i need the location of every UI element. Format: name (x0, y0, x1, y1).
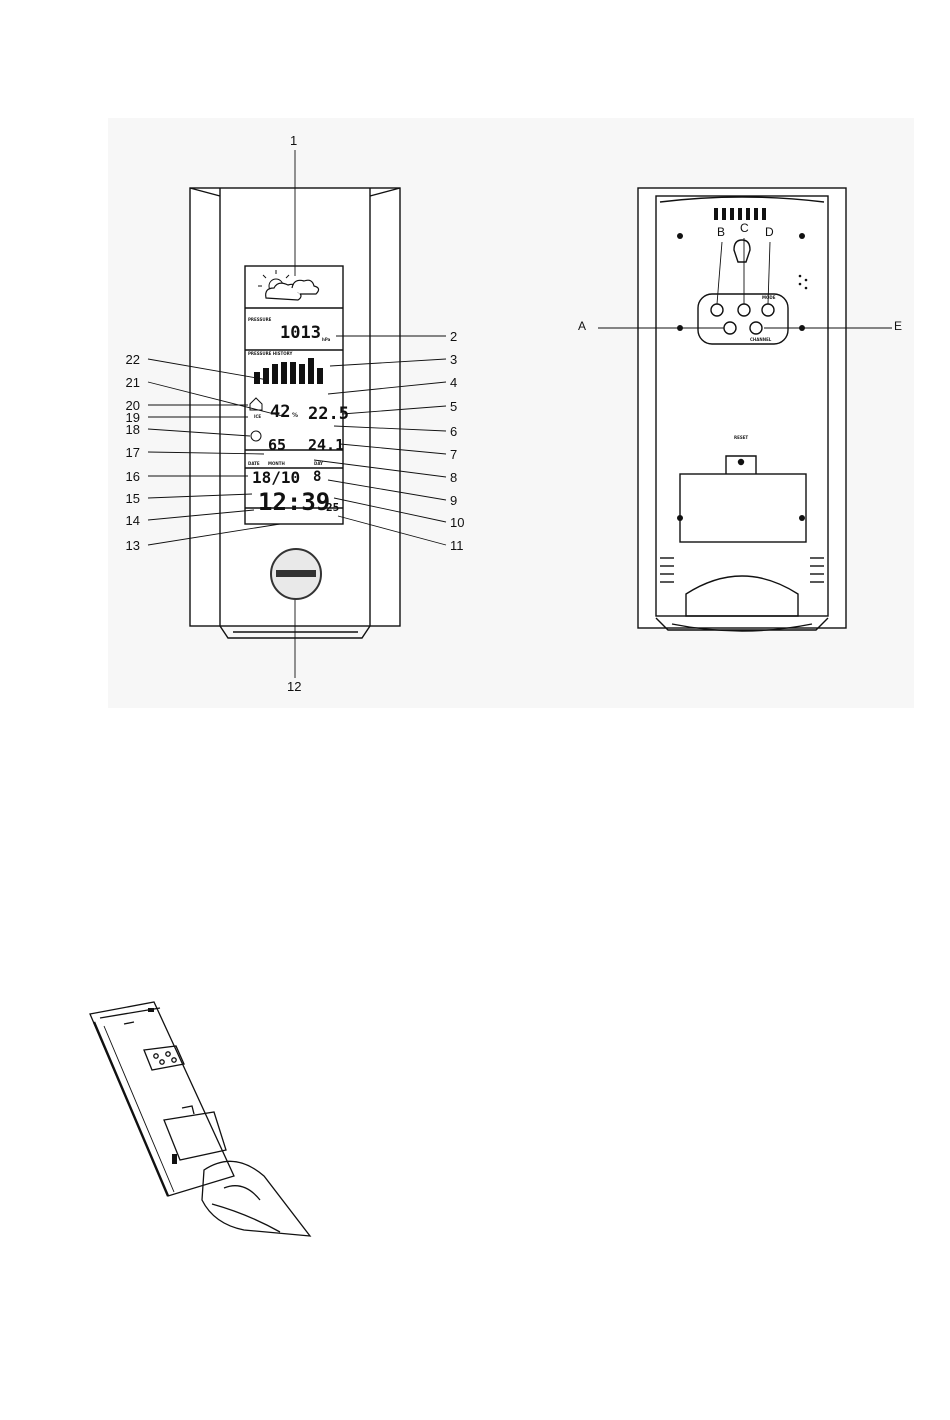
lcd-pressure-unit: hPa (322, 338, 330, 342)
lcd-time-value: 12:39 (258, 490, 330, 514)
lcd-temp-out: 24.1 (308, 438, 344, 453)
device-drawing (108, 118, 914, 708)
callout-9: 9 (450, 494, 457, 507)
callout-17: 17 (100, 446, 140, 459)
lcd-day-value: 8 (313, 470, 321, 484)
callout-3: 3 (450, 353, 457, 366)
lcd-seconds-value: 25 (326, 502, 339, 513)
back-mode-label: MODE (762, 296, 775, 300)
callout-13: 13 (100, 539, 140, 552)
lcd-date-value: 18/10 (252, 470, 300, 486)
callout-21: 21 (100, 376, 140, 389)
callout-10: 10 (450, 516, 464, 529)
stand-illustration (84, 1000, 334, 1250)
callout-4: 4 (450, 376, 457, 389)
callout-a: A (578, 320, 586, 333)
lcd-humidity-out: 65 (268, 438, 286, 453)
callout-6: 6 (450, 425, 457, 438)
logo-badge-plate (276, 570, 316, 577)
callout-1: 1 (290, 134, 297, 147)
callout-22: 22 (100, 353, 140, 366)
lcd-temp-in: 22.5 (308, 406, 349, 423)
callout-5: 5 (450, 400, 457, 413)
callout-c: C (740, 222, 749, 235)
callout-11: 11 (450, 539, 464, 552)
callout-b: B (717, 226, 725, 239)
callout-18: 18 (100, 423, 140, 436)
lcd-date-label: DATE (248, 462, 260, 466)
lcd-pressure-value: 1013 (280, 325, 321, 342)
callout-14: 14 (100, 514, 140, 527)
lcd-day-label: DAY (314, 462, 323, 466)
lcd-humidity-in: 42 (270, 404, 290, 421)
back-channel-label: CHANNEL (750, 338, 771, 342)
callout-8: 8 (450, 471, 457, 484)
back-reset-label: RESET (734, 436, 748, 440)
front-logo-badge (270, 548, 322, 600)
callout-d: D (765, 226, 774, 239)
back-unit (638, 188, 846, 631)
callout-2: 2 (450, 330, 457, 343)
callout-7: 7 (450, 448, 457, 461)
lcd-month-label: MONTH (268, 462, 285, 466)
lcd-ice-label: ICE (254, 415, 261, 419)
callout-e: E (894, 320, 902, 333)
callout-12: 12 (287, 680, 301, 693)
lcd-pressure-label: PRESSURE (248, 318, 271, 322)
lcd-humidity-in-unit: % (292, 414, 298, 418)
lcd-history-label: PRESSURE HISTORY (248, 352, 292, 356)
device-figure: 1 2 3 4 5 6 7 8 9 10 11 22 21 20 19 18 1… (108, 118, 914, 708)
callout-15: 15 (100, 492, 140, 505)
callout-16: 16 (100, 470, 140, 483)
